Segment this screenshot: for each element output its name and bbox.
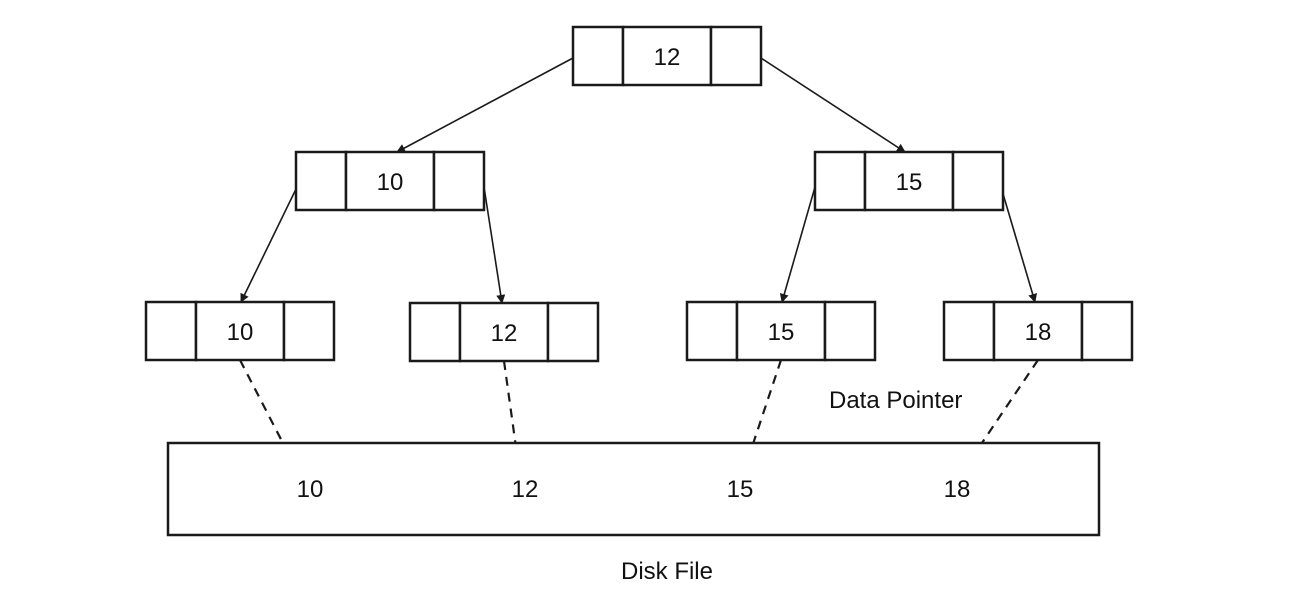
edge-internal-right-to-leaf-4 <box>1000 186 1038 303</box>
disk-record: 18 <box>944 476 971 503</box>
disk-record: 12 <box>512 476 539 503</box>
disk-record: 10 <box>297 476 324 503</box>
key-cell <box>344 150 436 212</box>
tree-nodes: 12 10 15 10 12 15 18 <box>144 25 1134 363</box>
pointer-cell <box>813 150 867 212</box>
key-cell <box>992 300 1084 362</box>
node-leaf-2: 12 <box>408 301 600 363</box>
pointer-cell <box>294 150 348 212</box>
disk-file-box <box>166 441 1101 537</box>
key-cell <box>621 25 713 87</box>
node-key: 12 <box>654 44 681 71</box>
node-internal-right: 15 <box>813 150 1005 212</box>
node-leaf-3: 15 <box>685 300 877 362</box>
node-root: 12 <box>571 25 763 87</box>
edge-root-to-internal-right <box>760 57 906 153</box>
pointer-cell <box>942 300 996 362</box>
edge-internal-left-to-leaf-2 <box>483 186 506 304</box>
pointer-cell <box>432 150 486 212</box>
disk-file-label: Disk File <box>621 558 713 585</box>
data-pointer-leaf-3 <box>743 359 783 469</box>
tree-edges <box>240 57 1038 304</box>
edge-internal-left-to-leaf-1 <box>240 186 298 303</box>
node-key: 12 <box>491 320 518 347</box>
pointer-cell <box>709 25 763 87</box>
node-internal-left: 10 <box>294 150 486 212</box>
pointer-cell <box>823 300 877 362</box>
node-leaf-4: 18 <box>942 300 1134 362</box>
node-leaf-1: 10 <box>144 300 336 362</box>
pointer-cell <box>408 301 462 363</box>
data-pointer-label: Data Pointer <box>829 387 962 414</box>
key-cell <box>458 301 550 363</box>
key-cell <box>735 300 827 362</box>
node-key: 15 <box>896 169 923 196</box>
disk-records: 10 12 15 18 <box>297 476 971 503</box>
node-key: 10 <box>227 319 254 346</box>
pointer-cell <box>685 300 739 362</box>
pointer-cell <box>144 300 198 362</box>
pointer-cell <box>571 25 625 87</box>
node-key: 18 <box>1025 319 1052 346</box>
pointer-cell <box>282 300 336 362</box>
node-key: 10 <box>377 169 404 196</box>
node-key: 15 <box>768 319 795 346</box>
pointer-cell <box>1080 300 1134 362</box>
edge-internal-right-to-leaf-3 <box>779 186 816 303</box>
disk-record: 15 <box>727 476 754 503</box>
pointer-cell <box>951 150 1005 212</box>
data-pointer-leaf-1 <box>239 359 302 479</box>
edge-root-to-internal-left <box>396 57 574 153</box>
key-cell <box>194 300 286 362</box>
pointer-cell <box>546 301 600 363</box>
data-pointer-leaf-4 <box>962 359 1039 472</box>
